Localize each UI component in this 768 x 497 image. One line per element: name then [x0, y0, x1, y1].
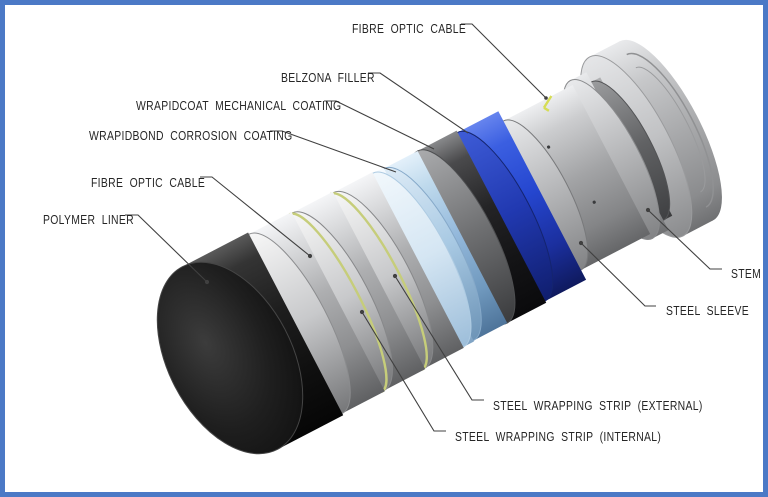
leader-fibre-optic-left	[200, 176, 311, 257]
label-belzona-filler: BELZONA FILLER	[281, 70, 375, 85]
leader-strip-internal	[361, 311, 446, 432]
label-stem: STEM	[731, 266, 762, 281]
label-wrapidcoat-mechanical-coating: WRAPIDCOAT MECHANICAL COATING	[136, 98, 342, 113]
label-fibre-optic-cable-left: FIBRE OPTIC CABLE	[91, 175, 206, 190]
label-steel-sleeve: STEEL SLEEVE	[666, 303, 749, 318]
leader-wrapidcoat	[324, 100, 435, 150]
label-steel-wrapping-strip-external: STEEL WRAPPING STRIP (EXTERNAL)	[493, 398, 703, 413]
fibre-optic-tick	[542, 95, 553, 112]
polymer-liner-layer	[156, 232, 344, 455]
leader-lines	[125, 23, 722, 432]
pipe-cutaway-illustration	[125, 23, 722, 455]
label-fibre-optic-cable-top: FIBRE OPTIC CABLE	[352, 21, 467, 36]
label-polymer-liner: POLYMER LINER	[43, 212, 134, 227]
leader-polymer-liner	[125, 214, 208, 283]
leader-fibre-optic-top	[461, 23, 547, 99]
label-wrapidbond-corrosion-coating: WRAPIDBOND CORROSION COATING	[89, 128, 293, 143]
leader-steel-sleeve	[580, 242, 656, 307]
fibre-optic-line	[330, 192, 428, 371]
fibre-optic-line	[288, 212, 388, 393]
sleeve-detail-dot	[592, 200, 596, 204]
label-steel-wrapping-strip-internal: STEEL WRAPPING STRIP (INTERNAL)	[455, 429, 662, 444]
polymer-liner-face	[156, 261, 304, 455]
sleeve-detail-dot	[546, 145, 551, 149]
leader-wrapidbond	[270, 130, 397, 173]
leader-belzona-filler	[368, 72, 469, 134]
leader-stem	[647, 209, 722, 270]
leader-endpoint-dots	[204, 96, 651, 315]
leader-strip-external	[394, 275, 484, 401]
